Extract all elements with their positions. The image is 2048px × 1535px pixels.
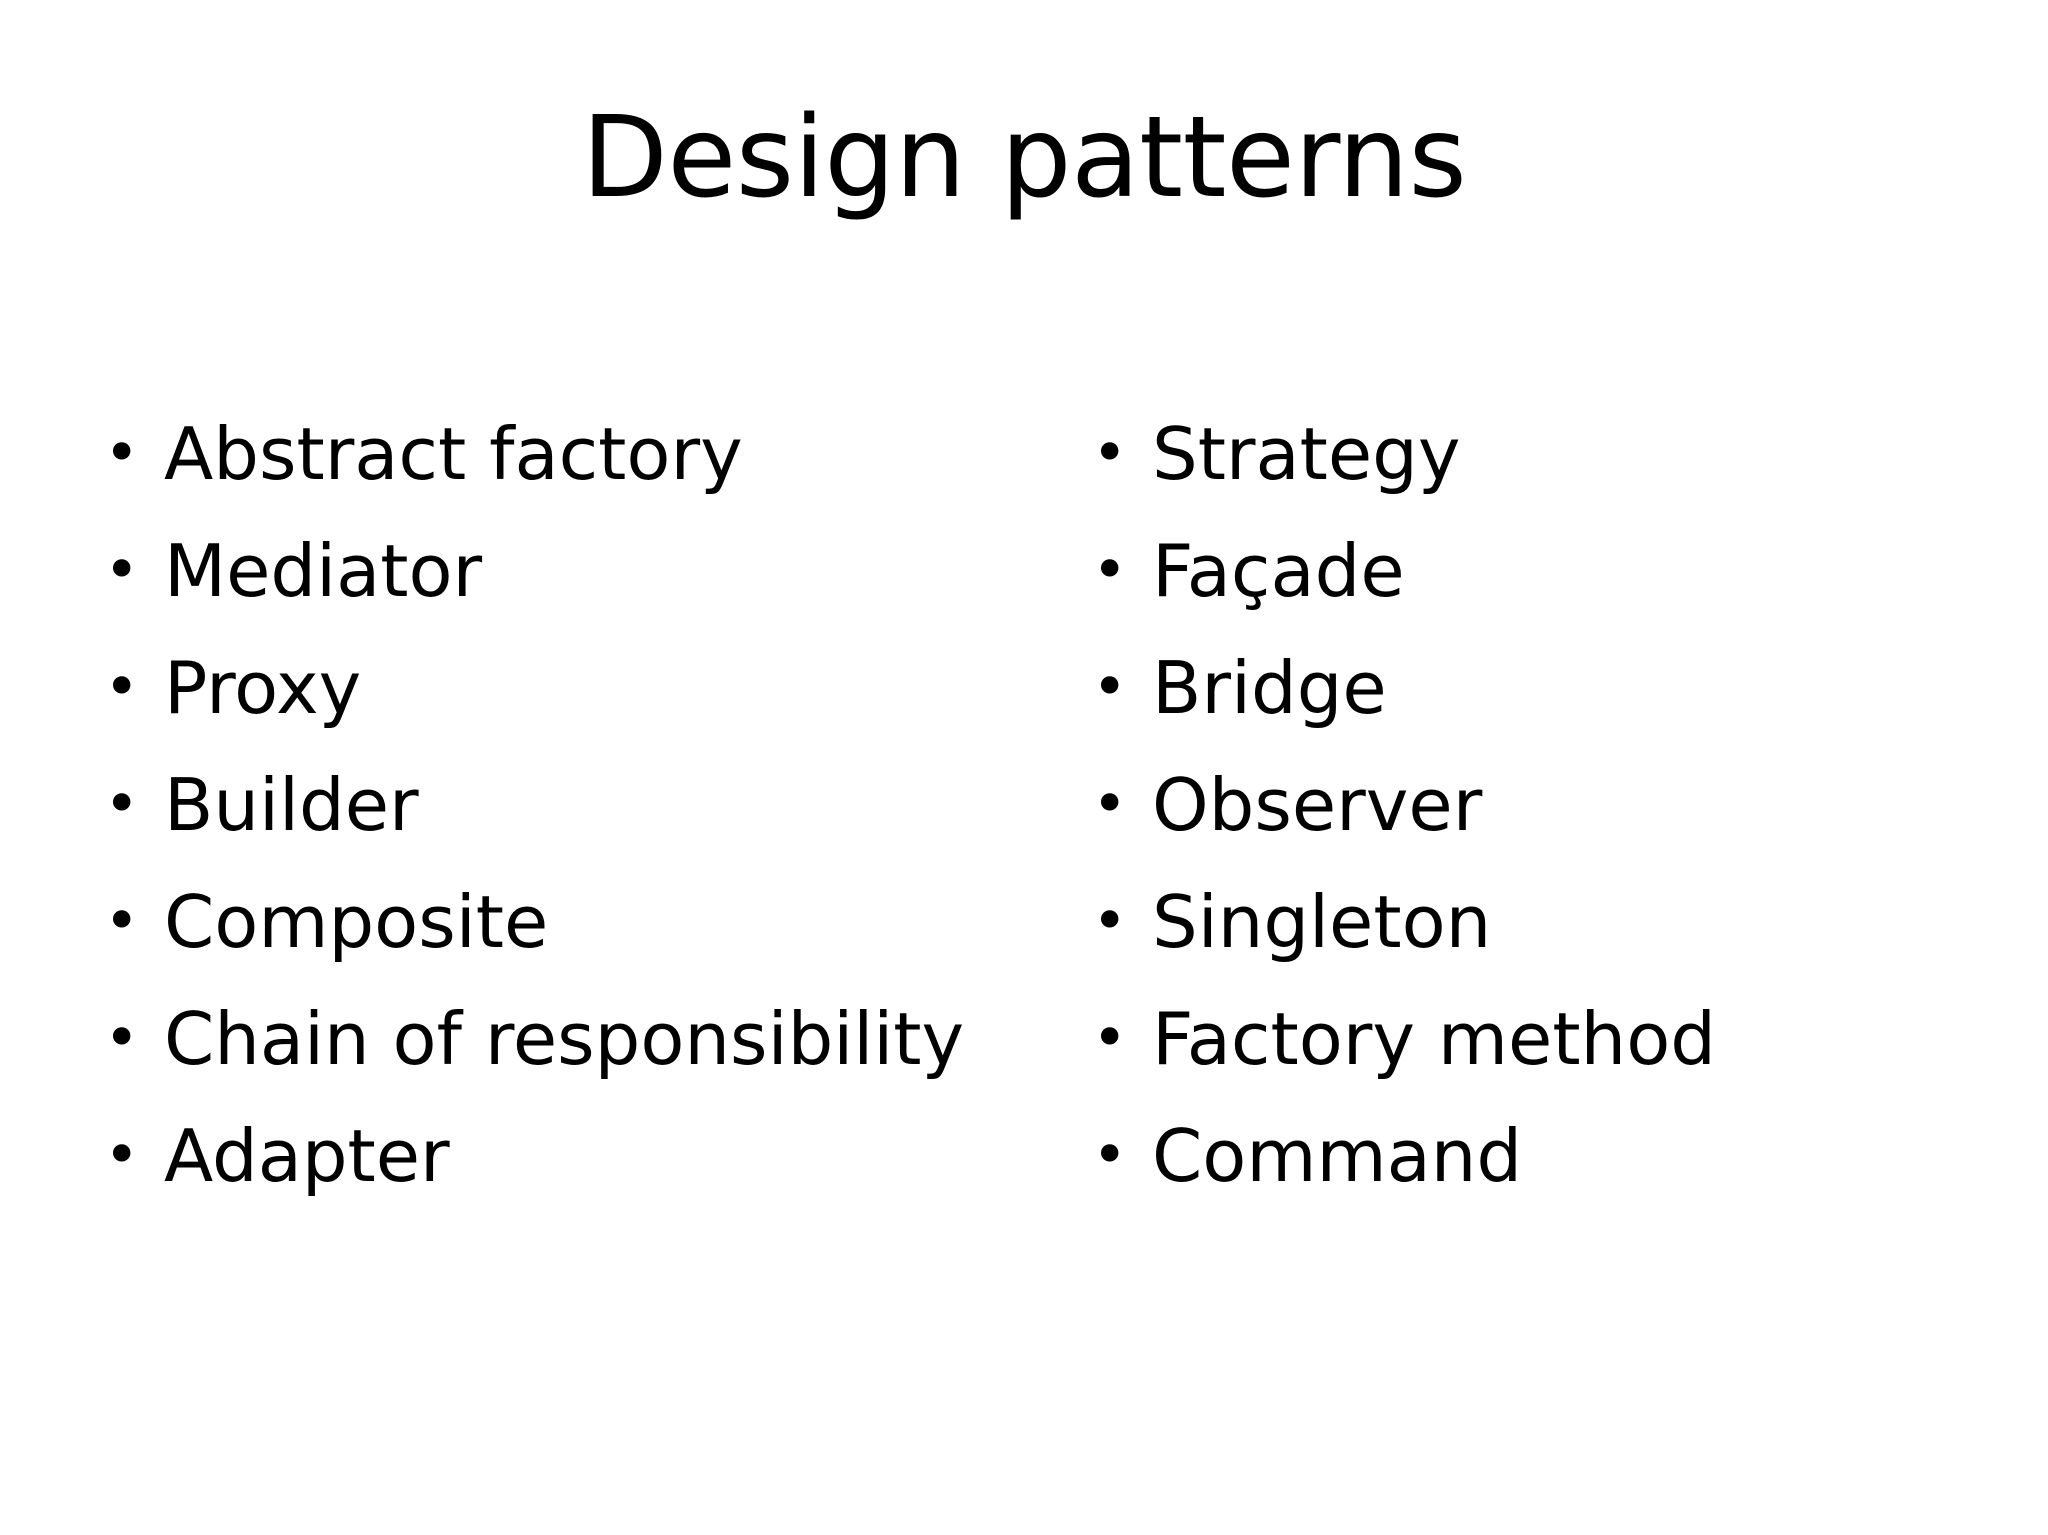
bullet-point-icon: • <box>104 886 140 956</box>
bullet-point-icon: • <box>1092 652 1128 722</box>
page-title: Design patterns <box>581 93 1467 223</box>
bullet-point-icon: • <box>1092 769 1128 839</box>
list-item-label: Observer <box>1152 763 1483 847</box>
list-item[interactable]: • Builder <box>104 769 1040 841</box>
list-item[interactable]: • Mediator <box>104 535 1040 607</box>
list-item[interactable]: • Factory method <box>1092 1003 2048 1075</box>
list-item-label: Singleton <box>1152 880 1492 964</box>
list-item-label: Command <box>1152 1114 1523 1198</box>
list-item[interactable]: • Chain of responsibility <box>104 1003 1040 1075</box>
list-item-label: Abstract factory <box>164 412 743 496</box>
bullet-point-icon: • <box>104 769 140 839</box>
list-item-label: Bridge <box>1152 646 1387 730</box>
bullet-point-icon: • <box>1092 1120 1128 1190</box>
bullet-point-icon: • <box>1092 535 1128 605</box>
list-item[interactable]: • Composite <box>104 886 1040 958</box>
list-item-label: Façade <box>1152 529 1405 613</box>
list-item-label: Composite <box>164 880 549 964</box>
list-item[interactable]: • Command <box>1092 1120 2048 1192</box>
content-columns: • Abstract factory • Mediator • Proxy • … <box>0 418 2048 1378</box>
bullet-point-icon: • <box>104 652 140 722</box>
bullet-point-icon: • <box>104 1003 140 1073</box>
list-item-label: Chain of responsibility <box>164 997 965 1081</box>
list-item[interactable]: • Proxy <box>104 652 1040 724</box>
bullet-point-icon: • <box>1092 1003 1128 1073</box>
bullet-point-icon: • <box>104 1120 140 1190</box>
bullet-point-icon: • <box>104 535 140 605</box>
bullet-point-icon: • <box>1092 886 1128 956</box>
list-item-label: Adapter <box>164 1114 450 1198</box>
bullet-point-icon: • <box>1092 418 1128 488</box>
list-item[interactable]: • Bridge <box>1092 652 2048 724</box>
list-item-label: Mediator <box>164 529 483 613</box>
list-item-label: Factory method <box>1152 997 1716 1081</box>
list-item[interactable]: • Strategy <box>1092 418 2048 490</box>
right-bullet-column: • Strategy • Façade • Bridge • Observer … <box>1040 418 2048 1237</box>
bullet-list-right: • Strategy • Façade • Bridge • Observer … <box>1092 418 2048 1192</box>
list-item[interactable]: • Adapter <box>104 1120 1040 1192</box>
list-item[interactable]: • Singleton <box>1092 886 2048 958</box>
list-item-label: Proxy <box>164 646 362 730</box>
list-item[interactable]: • Abstract factory <box>104 418 1040 490</box>
bullet-list-left: • Abstract factory • Mediator • Proxy • … <box>104 418 1040 1192</box>
list-item[interactable]: • Façade <box>1092 535 2048 607</box>
list-item-label: Strategy <box>1152 412 1461 496</box>
bullet-point-icon: • <box>104 418 140 488</box>
left-bullet-column: • Abstract factory • Mediator • Proxy • … <box>0 418 1040 1237</box>
list-item-label: Builder <box>164 763 419 847</box>
list-item[interactable]: • Observer <box>1092 769 2048 841</box>
